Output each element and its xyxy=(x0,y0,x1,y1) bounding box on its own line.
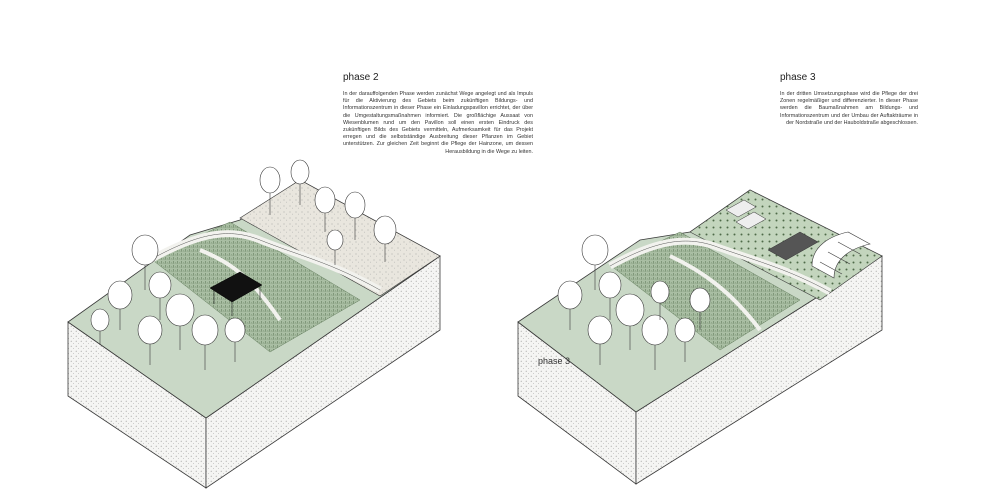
phase-2-description: In der darauffolgenden Phase werden zunä… xyxy=(343,91,533,155)
phase-3-description: In der dritten Umsetzungsphase wird die … xyxy=(780,91,918,126)
pavilion-roof xyxy=(209,271,263,303)
trees xyxy=(557,234,711,370)
phase-3-block-label: phase 3 xyxy=(538,356,571,366)
greenhouse xyxy=(811,231,871,279)
phase-3-isometric-illustration xyxy=(517,189,883,485)
phase-2-title: phase 2 xyxy=(343,72,379,83)
planting-beds xyxy=(725,199,819,261)
phase-2-panel: phase 2 In der darauffolgenden Phase wer… xyxy=(67,72,533,489)
phase-3-panel: phase 3 phase 3 In der dritten Umsetzung… xyxy=(500,0,1000,496)
phase-2-isometric-illustration xyxy=(67,159,441,489)
phase-3-title: phase 3 xyxy=(780,72,816,83)
trees xyxy=(90,159,397,370)
